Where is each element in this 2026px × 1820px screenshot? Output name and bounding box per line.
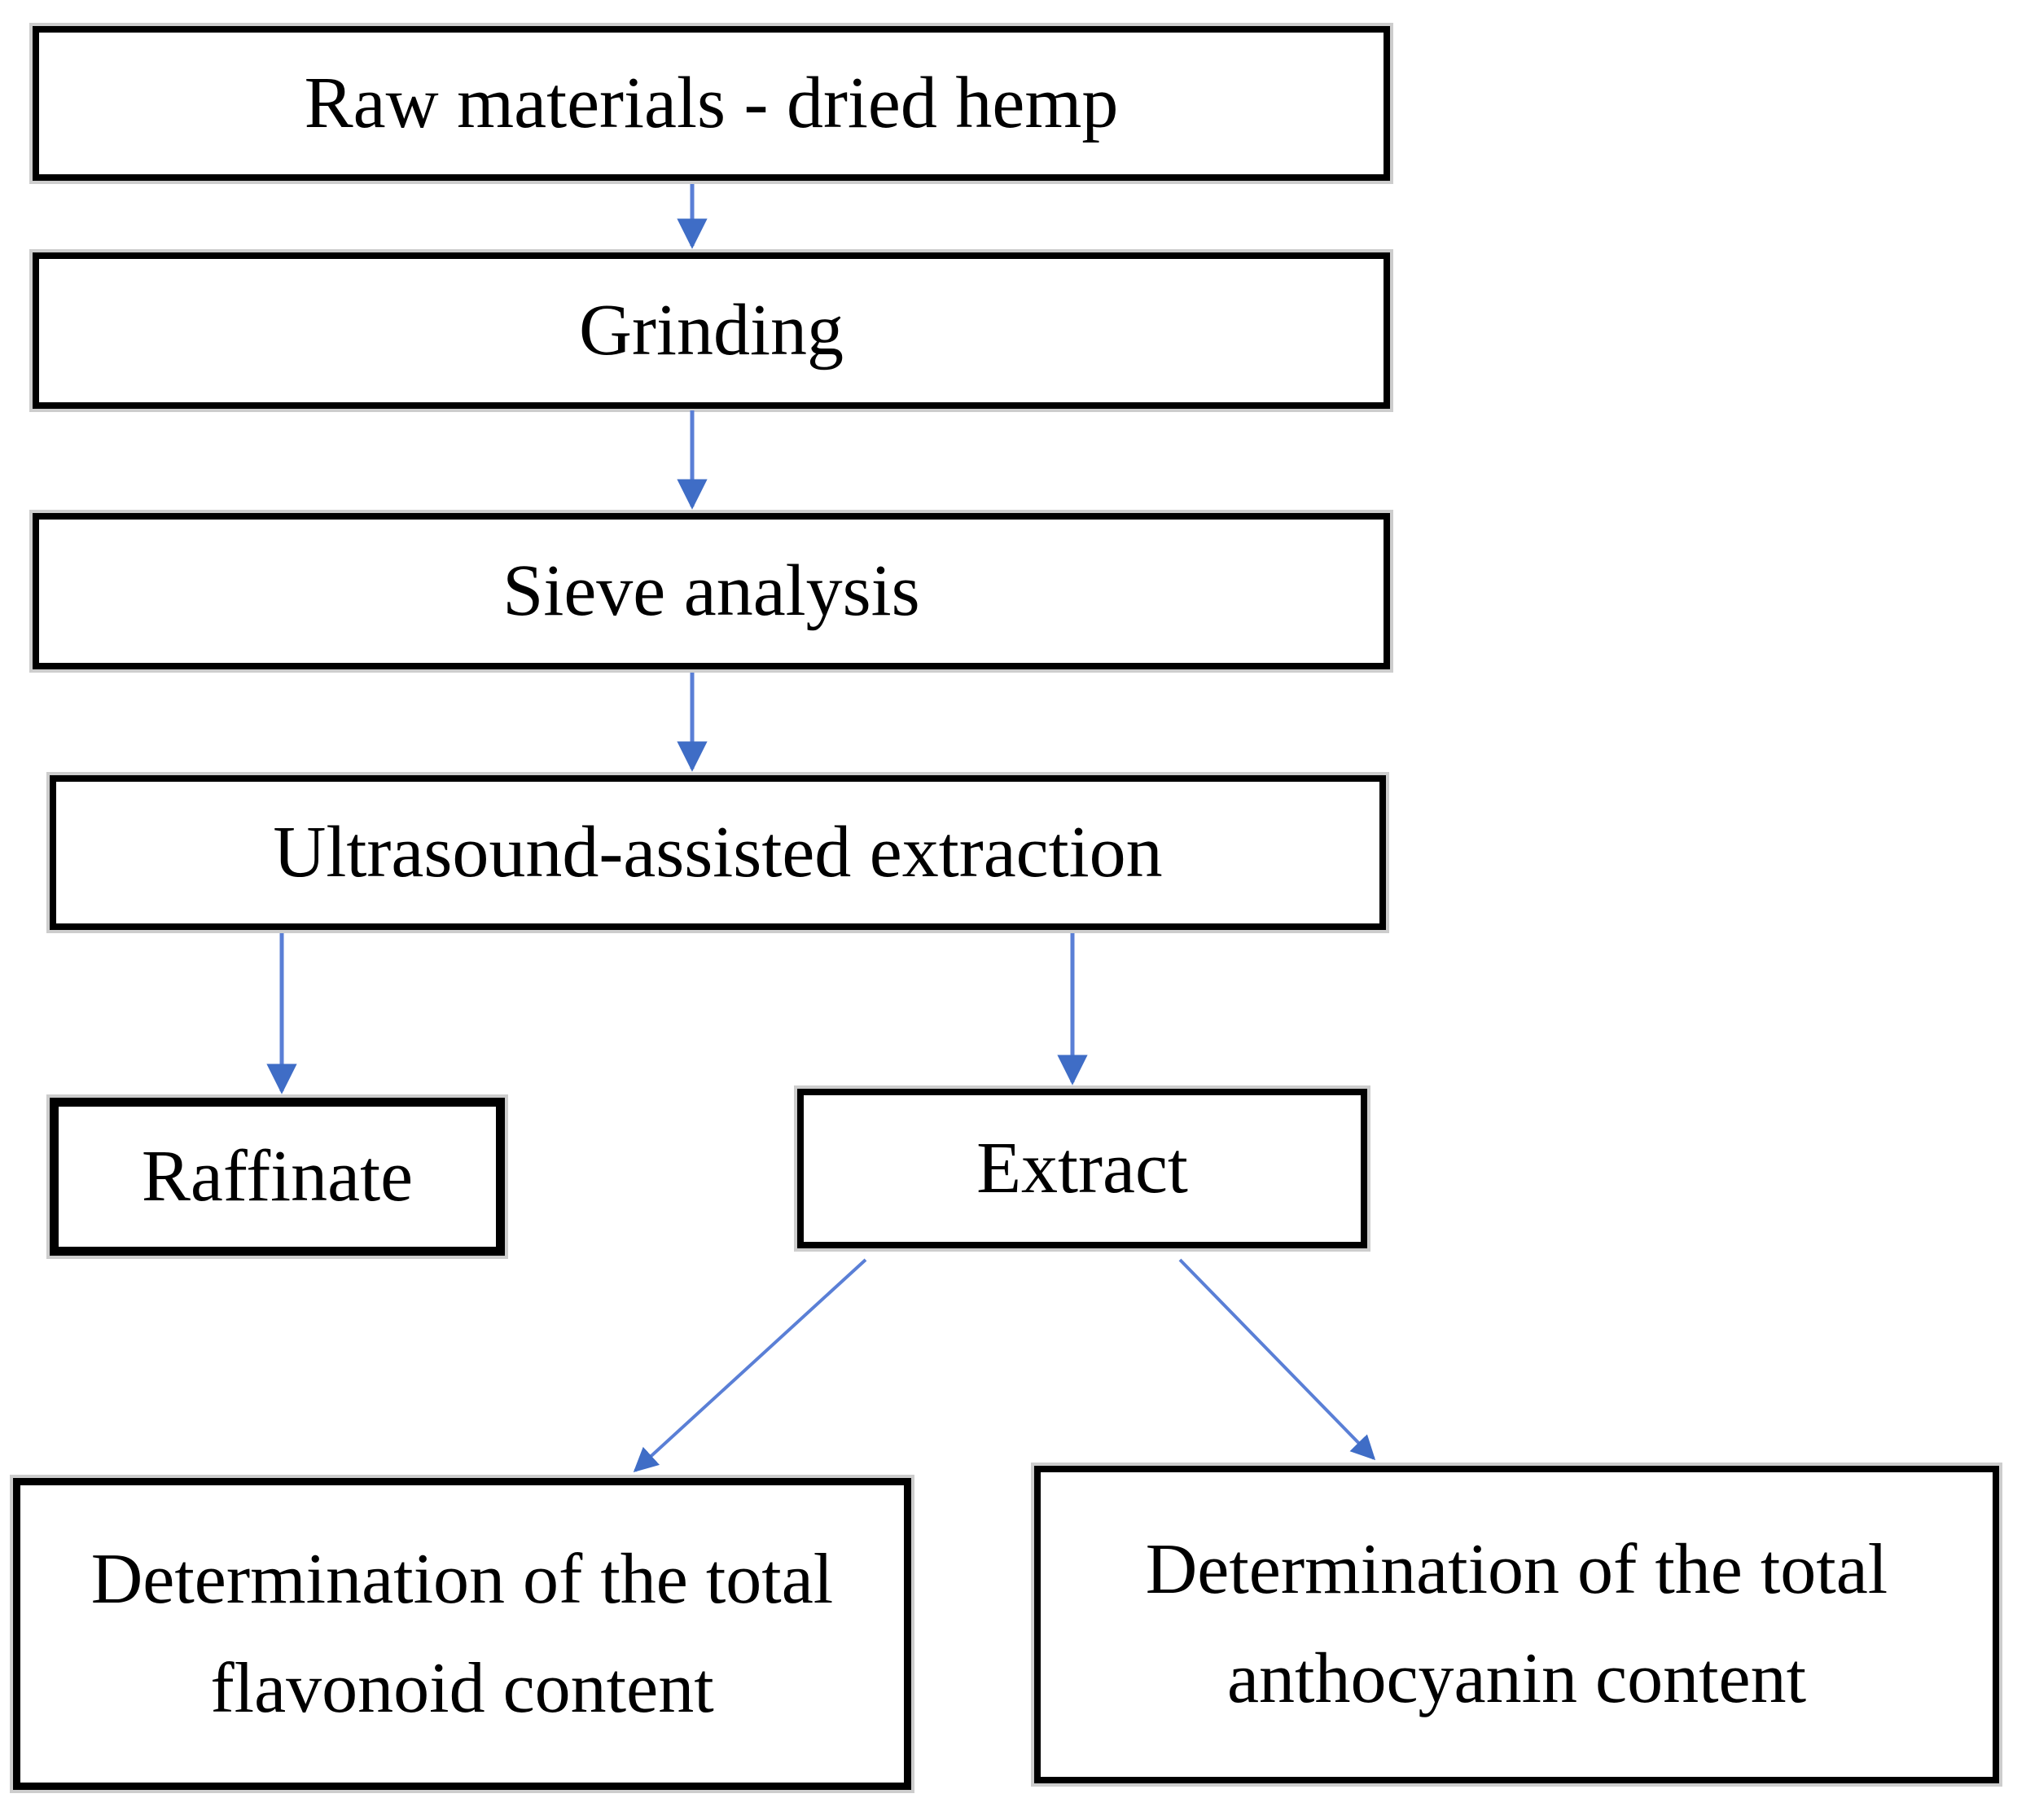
node-raw-materials: Raw materials - dried hemp [33, 26, 1390, 181]
node-raffinate: Raffinate [50, 1098, 505, 1256]
node-raw-materials-label: Raw materials - dried hemp [304, 63, 1119, 143]
arrow-extract-to-anthocyanin [1178, 1258, 1376, 1461]
node-extract-label: Extract [976, 1128, 1188, 1208]
node-sieve-analysis: Sieve analysis [33, 513, 1390, 669]
node-extract: Extract [797, 1089, 1367, 1248]
node-grinding: Grinding [33, 252, 1390, 409]
node-grinding-label: Grinding [579, 290, 844, 371]
arrow-extract-to-flavonoid [633, 1258, 867, 1473]
node-ultrasound-extraction: Ultrasound-assisted extraction [50, 775, 1386, 930]
node-raffinate-label: Raffinate [141, 1136, 414, 1217]
node-sieve-analysis-label: Sieve analysis [502, 550, 920, 631]
node-ultrasound-extraction-label: Ultrasound-assisted extraction [273, 812, 1163, 892]
